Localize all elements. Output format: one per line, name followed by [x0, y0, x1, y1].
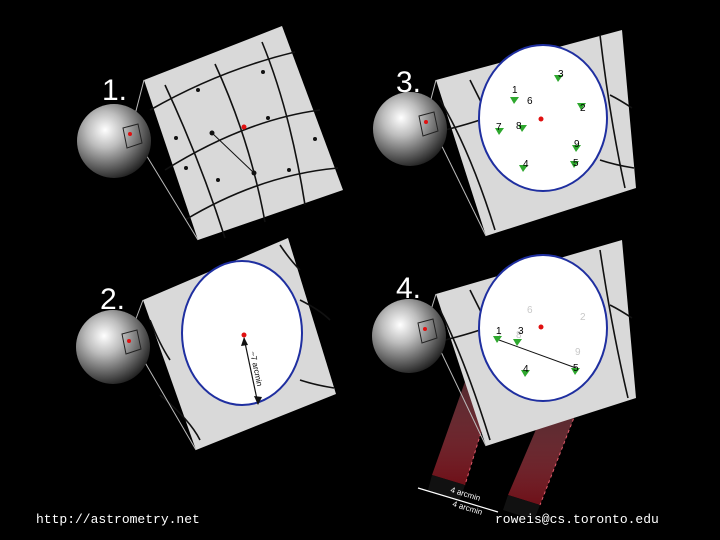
arrowhead	[241, 337, 248, 346]
star-label: 8	[516, 121, 522, 132]
panel-number: 2.	[100, 283, 125, 316]
footer-email[interactable]: roweis@cs.toronto.edu	[495, 512, 659, 527]
sky-patch	[144, 26, 343, 240]
footer-url[interactable]: http://astrometry.net	[36, 512, 200, 527]
star-label: 3	[558, 69, 564, 80]
star-label: 5	[573, 363, 579, 374]
grid-lines	[439, 34, 635, 231]
panel-2: ~7 arcmin 2.	[76, 238, 336, 451]
sphere-patch	[122, 123, 143, 149]
grid-lines	[149, 244, 335, 441]
star-label: 1	[496, 326, 502, 337]
quad-line	[498, 339, 577, 369]
field-center-dot	[538, 116, 544, 122]
projection-line	[135, 346, 197, 451]
field-center-dot	[241, 124, 247, 130]
star-label: 7	[496, 122, 502, 133]
beam-end-right	[503, 495, 540, 520]
panel-number: 4.	[396, 272, 421, 305]
field-center-dot	[241, 332, 247, 338]
star-label: 4	[523, 159, 529, 170]
celestial-sphere	[77, 104, 151, 178]
beam-scale-line	[417, 487, 499, 513]
svg-text:8: 8	[516, 330, 522, 341]
star-label: 9	[574, 139, 580, 150]
field-circle	[181, 260, 303, 406]
beam-end-left	[428, 475, 465, 500]
svg-text:9: 9	[575, 347, 581, 358]
panel-1: 1.	[77, 26, 343, 241]
sphere-patch	[417, 318, 438, 344]
field-center-dot	[538, 324, 544, 330]
sphere-patch	[121, 329, 142, 355]
panel-number: 1.	[102, 74, 127, 107]
grid-lines	[149, 41, 339, 239]
sphere-center-dot	[128, 132, 132, 136]
star-label: 2	[580, 103, 586, 114]
arrowhead	[254, 396, 262, 405]
sphere-center-dot	[127, 339, 131, 343]
celestial-sphere	[373, 92, 447, 166]
panel-4: 4 arcmin 4 arcmin 6 2 7 8 9 1 3 4 5	[372, 240, 636, 520]
star-label: 1	[512, 85, 518, 96]
celestial-sphere	[372, 299, 446, 373]
scale-line	[211, 132, 255, 174]
sphere-center-dot	[424, 120, 428, 124]
panel-number: 3.	[396, 66, 421, 99]
sphere-patch	[418, 111, 439, 137]
sphere-center-dot	[423, 327, 427, 331]
svg-text:6: 6	[527, 305, 533, 316]
celestial-sphere	[76, 310, 150, 384]
projection-line	[432, 334, 487, 447]
star-markers	[493, 336, 580, 377]
radius-arrow	[243, 337, 259, 405]
star-label: 5	[573, 158, 579, 169]
panel-3: 1 2 3 4 5 6 7 8 9 3.	[373, 30, 636, 237]
star-label: 3	[518, 326, 524, 337]
star-label: 4	[523, 364, 529, 375]
star-markers	[495, 75, 586, 172]
star-label: 6	[527, 96, 533, 107]
svg-text:2: 2	[580, 312, 586, 323]
